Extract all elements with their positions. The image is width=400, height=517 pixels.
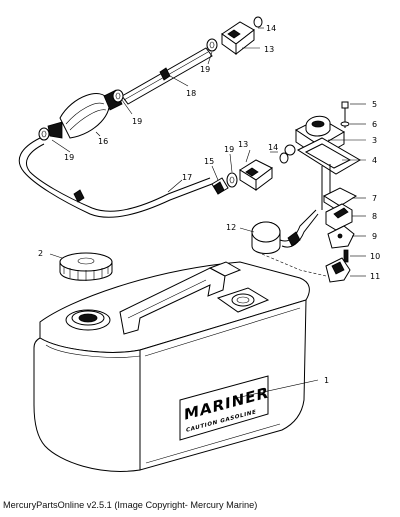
callout-8: 8	[372, 212, 377, 221]
callout-14-middle: 14	[268, 143, 278, 152]
callout-7: 7	[372, 194, 377, 203]
callout-labels: 1 2 3 4 5 6 7 8 9 10 11 12 13 14 13 14 1…	[38, 24, 380, 385]
bracket-9	[327, 225, 355, 249]
callout-14-top: 14	[266, 24, 276, 33]
callout-6: 6	[372, 120, 377, 129]
connector-13-top	[221, 16, 263, 56]
clamp-19-a	[112, 89, 124, 103]
fuel-tank	[33, 261, 310, 472]
callout-13-top: 13	[264, 45, 274, 54]
filter-12	[251, 209, 319, 254]
clip-11	[325, 257, 351, 283]
hose-upper	[121, 47, 213, 105]
callout-17: 17	[182, 173, 192, 182]
callout-19-a: 19	[132, 117, 142, 126]
callout-16: 16	[98, 137, 108, 146]
callout-10: 10	[370, 252, 380, 261]
tank-label: MARINER CAUTION GASOLINE	[179, 375, 269, 441]
callout-9: 9	[372, 232, 377, 241]
screw-10	[343, 249, 349, 263]
callout-12: 12	[226, 223, 236, 232]
callout-4: 4	[372, 156, 377, 165]
callout-19-b: 19	[200, 65, 210, 74]
callout-11: 11	[370, 272, 380, 281]
callout-15: 15	[204, 157, 214, 166]
callout-18: 18	[186, 89, 196, 98]
clamp-19-c	[38, 127, 50, 141]
gasket-4	[296, 137, 361, 210]
washer-6	[340, 121, 350, 127]
fuel-line	[18, 137, 213, 218]
primer-bulb	[47, 89, 123, 139]
float-arm-8	[325, 203, 353, 231]
callout-3: 3	[372, 136, 377, 145]
filler-cap	[59, 252, 113, 281]
fuel-tank-exploded-diagram: MARINER CAUTION GASOLINE	[18, 16, 380, 472]
leader-lines	[49, 27, 366, 399]
clamp-19-b	[206, 38, 218, 52]
connector-13-middle	[239, 152, 289, 191]
connector-15	[211, 177, 229, 195]
callout-13-middle: 13	[238, 140, 248, 149]
callout-5: 5	[372, 100, 377, 109]
callout-1: 1	[324, 376, 329, 385]
image-caption: MercuryPartsOnline v2.5.1 (Image Copyrig…	[3, 500, 258, 510]
callout-2: 2	[38, 249, 43, 258]
callout-19-c: 19	[64, 153, 74, 162]
clamp-19-d	[226, 172, 238, 188]
callout-19-d: 19	[224, 145, 234, 154]
